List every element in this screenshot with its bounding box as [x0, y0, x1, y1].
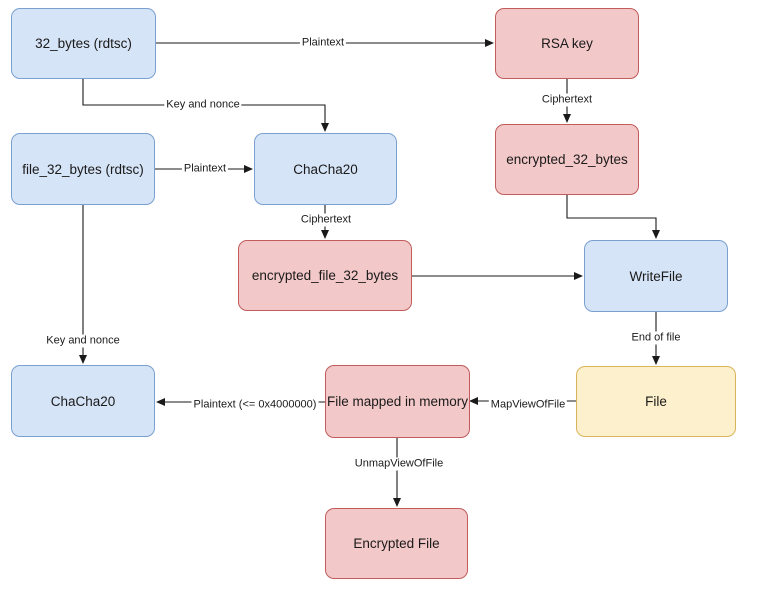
edge-label-ciphertext-chacha: Ciphertext	[298, 213, 354, 227]
node-rsa-key: RSA key	[495, 8, 639, 79]
edge-label-unmapviewoffile: UnmapViewOfFile	[352, 457, 446, 471]
node-encrypted-file: Encrypted File	[325, 508, 468, 579]
edge-label-plaintext-top: Plaintext	[299, 36, 347, 50]
edge-label-key-nonce-top: Key and nonce	[164, 98, 242, 112]
node-file-32-bytes: file_32_bytes (rdtsc)	[11, 133, 155, 205]
node-32-bytes: 32_bytes (rdtsc)	[11, 8, 156, 79]
node-chacha20-bottom: ChaCha20	[11, 365, 155, 437]
edge-label-key-nonce-left: Key and nonce	[44, 334, 122, 348]
node-file-mapped-in-memory: File mapped in memory	[325, 365, 470, 438]
node-writefile: WriteFile	[584, 240, 728, 312]
node-encrypted-32-bytes: encrypted_32_bytes	[495, 124, 639, 195]
edge-label-plaintext-mid: Plaintext	[181, 162, 229, 176]
edge-label-mapviewoffile: MapViewOfFile	[488, 398, 568, 412]
node-encrypted-file-32-bytes: encrypted_file_32_bytes	[238, 240, 412, 311]
node-chacha20-top: ChaCha20	[254, 133, 397, 205]
edge-label-plaintext-limit: Plaintext (<= 0x4000000)	[191, 398, 319, 412]
edge-label-ciphertext-rsa: Ciphertext	[539, 93, 595, 107]
edge-encrypted32-to-writefile	[566, 195, 660, 239]
node-file: File	[576, 366, 736, 437]
edge-label-end-of-file: End of file	[629, 331, 683, 345]
